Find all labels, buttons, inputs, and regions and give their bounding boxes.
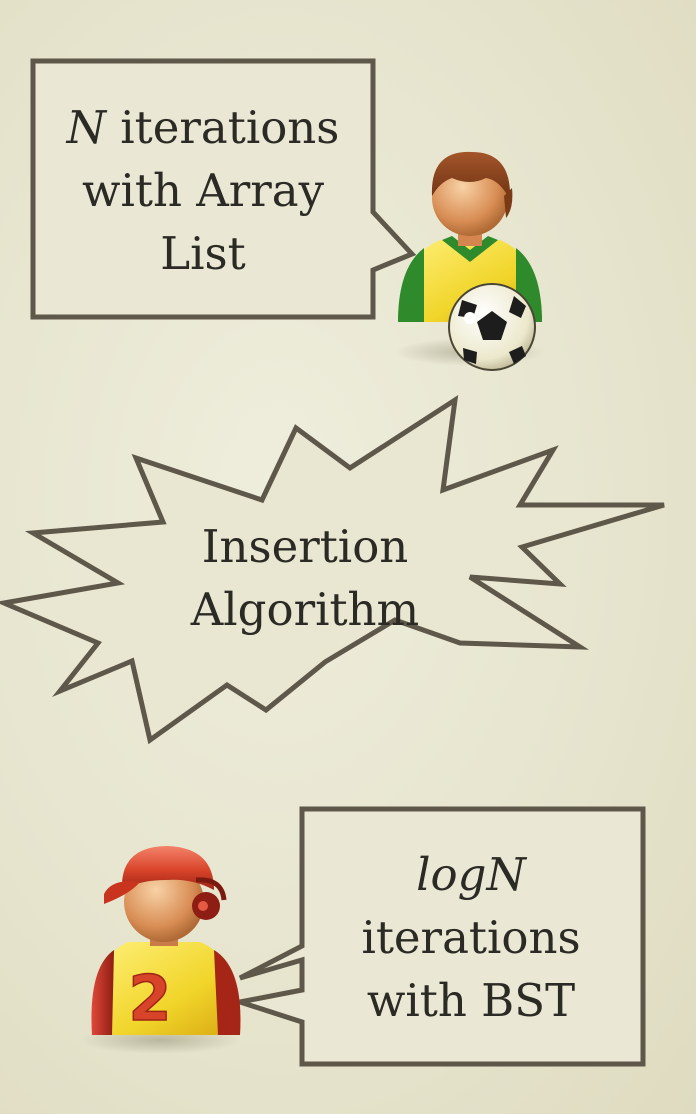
top-callout-box (30, 58, 417, 320)
bottom-callout-line3: with BST (366, 974, 576, 1027)
top-callout-line1-rest: iterations (105, 101, 340, 154)
burst-line2: Algorithm (190, 583, 420, 636)
top-callout-line1: N iterations (40, 96, 366, 159)
burst-text: Insertion Algorithm (140, 515, 470, 641)
top-callout-text: N iterations with Array List (40, 96, 366, 285)
top-callout-line3: List (160, 227, 246, 280)
bottom-callout-box (238, 806, 646, 1067)
burst-line1: Insertion (201, 520, 409, 573)
bottom-callout-italic: logN (416, 848, 526, 901)
bottom-callout-line2: iterations (361, 911, 581, 964)
insertion-algorithm-burst (0, 394, 665, 745)
top-callout-italic: N (66, 101, 106, 154)
numbered-player-icon: 2 (80, 846, 241, 1054)
bottom-callout-text: logN iterations with BST (306, 843, 636, 1032)
top-callout-line2: with Array (81, 164, 325, 217)
player-number: 2 (128, 962, 171, 1035)
soccer-ball-icon (448, 283, 536, 371)
